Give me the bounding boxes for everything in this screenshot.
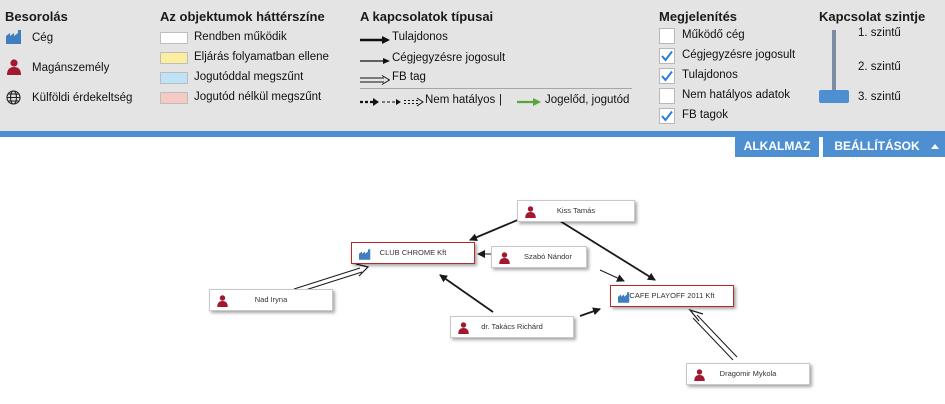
- background-succeeded-label: Jogutóddal megszűnt: [194, 71, 304, 83]
- toolbar-divider: [0, 131, 945, 137]
- node-szabo-nandor[interactable]: Szabó Nándor: [491, 246, 587, 268]
- display-signatory-label: Cégjegyzésre jogosult: [682, 49, 796, 61]
- classification-company-label: Cég: [32, 32, 54, 44]
- person-icon: [499, 251, 510, 269]
- board-arrow-icon: [360, 72, 391, 90]
- node-label: dr. Takács Richárd: [481, 322, 543, 331]
- legend-panel: Besorolás Cég Magánszemély Külföldi érde…: [0, 0, 945, 131]
- node-club-chrome[interactable]: CLUB CHROME Kft: [351, 242, 475, 264]
- edge-takacs-cafe: [579, 307, 601, 317]
- display-owner-label: Tulajdonos: [682, 69, 738, 81]
- swatch-active: [160, 32, 188, 44]
- level-title: Kapcsolat szintje: [819, 9, 926, 24]
- signatory-arrow-icon: [360, 53, 390, 71]
- edge-dragomir-cafe: [688, 308, 738, 361]
- edge-kiss-cafe: [559, 220, 656, 281]
- swatch-procedure: [160, 52, 188, 64]
- person-icon: [525, 205, 536, 223]
- checkmark-icon: [661, 50, 673, 62]
- chevron-up-icon: [931, 144, 939, 149]
- classification-title: Besorolás: [5, 9, 68, 24]
- person-icon: [458, 321, 469, 339]
- relation-signatory-label: Cégjegyzésre jogosult: [392, 52, 506, 64]
- display-title: Megjelenítés: [659, 9, 738, 24]
- node-label: Szabó Nándor: [524, 252, 572, 261]
- node-label: Dragomir Mykola: [719, 369, 777, 378]
- node-label: Nad Iryna: [254, 295, 288, 304]
- person-icon: [7, 59, 21, 80]
- classification-person-label: Magánszemély: [32, 62, 110, 74]
- checkbox-active-company[interactable]: [659, 28, 675, 44]
- display-active-company-label: Működő cég: [682, 29, 745, 41]
- inactive-arrows-icon: [360, 94, 424, 112]
- background-title: Az objektumok háttérszíne: [160, 9, 325, 24]
- checkbox-signatory[interactable]: [659, 48, 675, 64]
- swatch-terminated: [160, 92, 188, 104]
- checkbox-owner[interactable]: [659, 68, 675, 84]
- checkbox-board-members[interactable]: [659, 108, 675, 124]
- relations-title: A kapcsolatok típusai: [360, 9, 494, 24]
- classification-foreign-label: Külföldi érdekeltség: [32, 92, 133, 104]
- level-1-label[interactable]: 1. szintű: [858, 27, 901, 39]
- level-3-label[interactable]: 3. szintű: [858, 91, 901, 103]
- edge-kiss-club: [469, 218, 521, 241]
- person-icon: [217, 294, 228, 312]
- successor-arrow-icon: [517, 94, 541, 112]
- level-slider-track[interactable]: [832, 30, 836, 98]
- swatch-succeeded: [160, 72, 188, 84]
- node-dragomir-mykola[interactable]: Dragomir Mykola: [686, 363, 810, 385]
- company-icon: [618, 290, 630, 308]
- apply-button[interactable]: ALKALMAZ: [735, 136, 819, 157]
- level-2-label[interactable]: 2. szintű: [858, 61, 901, 73]
- relations-divider: [360, 88, 632, 89]
- checkmark-icon: [661, 110, 673, 122]
- company-icon: [359, 247, 371, 265]
- background-active-label: Rendben működik: [194, 31, 287, 43]
- edge-takacs-club: [439, 274, 494, 313]
- settings-button[interactable]: BEÁLLÍTÁSOK: [823, 136, 945, 157]
- edge-szabo-cafe: [599, 269, 625, 282]
- person-icon: [694, 368, 705, 386]
- display-inactive-data-label: Nem hatályos adatok: [682, 89, 791, 101]
- relation-divider-bar: |: [499, 94, 502, 106]
- background-procedure-label: Eljárás folyamatban ellene: [194, 51, 329, 63]
- node-takacs-richard[interactable]: dr. Takács Richárd: [450, 316, 574, 338]
- relation-inactive-label: Nem hatályos: [425, 94, 496, 106]
- node-label: CAFE PLAYOFF 2011 Kft: [629, 291, 715, 300]
- checkbox-inactive-data[interactable]: [659, 88, 675, 104]
- node-nad-iryna[interactable]: Nad Iryna: [209, 289, 333, 311]
- globe-icon: [6, 90, 21, 110]
- relation-board-label: FB tag: [392, 71, 426, 83]
- level-slider-handle[interactable]: [819, 90, 849, 103]
- node-kiss-tamas[interactable]: Kiss Tamás: [517, 200, 635, 222]
- relation-successor-label: Jogelőd, jogutód: [545, 94, 630, 106]
- owner-arrow-icon: [360, 32, 390, 50]
- settings-button-label: BEÁLLÍTÁSOK: [834, 139, 920, 153]
- node-cafe-playoff[interactable]: CAFE PLAYOFF 2011 Kft: [610, 285, 734, 307]
- background-terminated-label: Jogutód nélkül megszűnt: [194, 91, 322, 103]
- checkmark-icon: [661, 70, 673, 82]
- relation-owner-label: Tulajdonos: [392, 31, 448, 43]
- node-label: CLUB CHROME Kft: [379, 248, 447, 257]
- company-icon: [6, 30, 22, 49]
- node-label: Kiss Tamás: [556, 206, 596, 215]
- display-board-members-label: FB tagok: [682, 109, 729, 121]
